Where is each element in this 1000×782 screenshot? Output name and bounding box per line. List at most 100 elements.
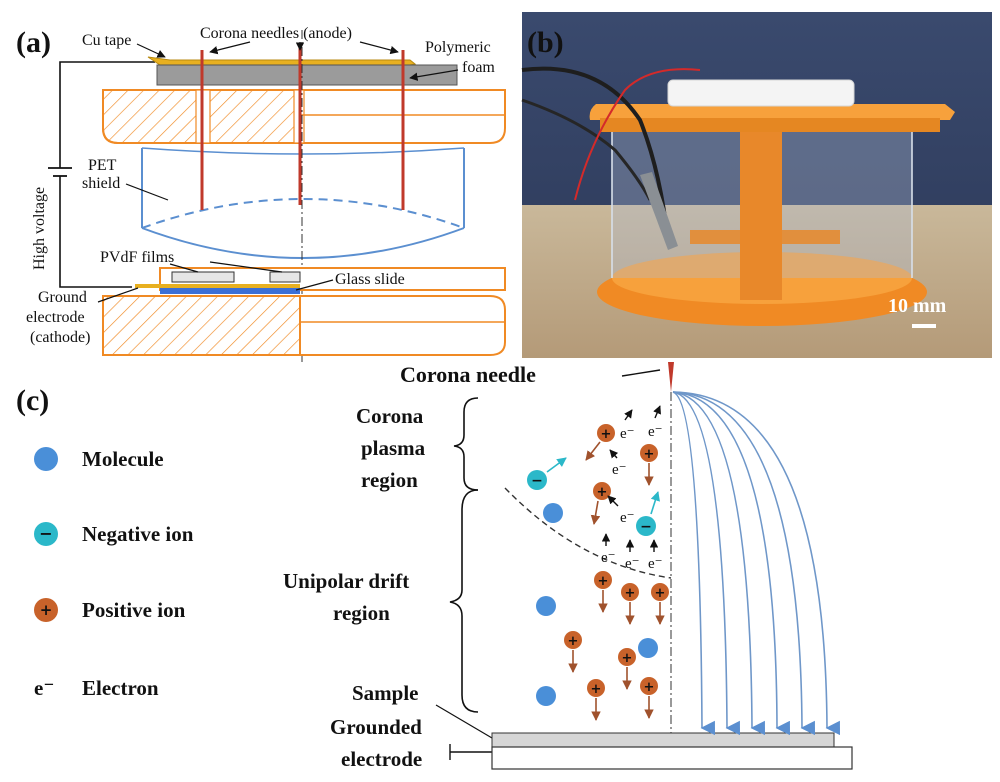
negative-ion-icon xyxy=(34,522,58,546)
grounded-label-2: electrode xyxy=(341,747,422,771)
legend-label-molecule: Molecule xyxy=(82,447,164,471)
positive-ion xyxy=(621,583,639,601)
electron-group: e⁻ xyxy=(648,405,663,440)
positive-ion-group: + xyxy=(621,583,639,625)
cu-tape-leader xyxy=(136,43,166,58)
positive-ion-sign: + xyxy=(644,680,655,695)
corona-needle-tip xyxy=(668,362,674,392)
negative-ion-sign: − xyxy=(640,519,652,535)
electron-arrow xyxy=(653,405,661,419)
negative-ion-arrow xyxy=(546,457,567,473)
positive-ion-group: + xyxy=(590,482,611,525)
electron: e⁻ xyxy=(648,556,663,572)
needle-leader-1 xyxy=(209,41,251,55)
positive-ion xyxy=(587,679,605,697)
ground-label-1: Ground xyxy=(38,289,87,306)
electron-group: e⁻ xyxy=(607,495,635,526)
electron: e⁻ xyxy=(620,426,635,442)
molecule-icon xyxy=(34,447,58,471)
positive-ion-sign: + xyxy=(644,447,655,462)
drift-label-2: region xyxy=(333,601,390,625)
positive-ion-group: + xyxy=(564,631,582,673)
photo-red-wire xyxy=(574,68,701,201)
pvdf-label: PVdF films xyxy=(100,249,174,266)
legend-item-positive: + Positive ion xyxy=(34,598,186,622)
ground-label-2: electrode xyxy=(26,309,85,326)
panel-c-letter: (c) xyxy=(16,384,49,417)
photo-top-plate xyxy=(589,104,955,120)
field-lines xyxy=(672,391,841,736)
corona-needle-leader xyxy=(621,369,661,377)
polymeric-foam xyxy=(156,64,458,86)
field-line-2 xyxy=(672,391,741,736)
legend-item-electron: e⁻ Electron xyxy=(34,676,159,700)
electron-arrow xyxy=(607,495,619,507)
field-line-6 xyxy=(672,391,841,736)
legend-item-negative: − Negative ion xyxy=(34,522,194,546)
negative-ion-sign: − xyxy=(39,524,52,543)
negative-ion-sign: − xyxy=(531,473,543,489)
pvdf-film-1 xyxy=(171,271,235,283)
foam-leader xyxy=(409,69,459,81)
positive-ion xyxy=(618,648,636,666)
positive-ion xyxy=(564,631,582,649)
positive-ion-group: + xyxy=(618,648,636,690)
panel-a-letter: (a) xyxy=(16,26,51,59)
scale-bar xyxy=(912,324,936,328)
field-line-4 xyxy=(672,391,790,736)
molecule xyxy=(536,596,556,616)
positive-ion xyxy=(640,444,658,462)
pet-label-1: PET xyxy=(88,157,117,174)
cu-tape xyxy=(147,56,417,66)
panel-b-letter: (b) xyxy=(527,26,564,59)
sample-label: Sample xyxy=(352,681,419,705)
negative-ion xyxy=(527,470,547,490)
photo-crossbar xyxy=(690,230,840,244)
hv-wire-bottom xyxy=(59,176,132,288)
electron: e⁻ xyxy=(625,556,640,572)
photo-black-wire xyxy=(521,66,670,241)
photo-black-wire-2 xyxy=(521,98,652,201)
electron-group: e⁻ xyxy=(625,539,640,572)
ground-leader xyxy=(97,287,139,303)
legend: Molecule − Negative ion + Positive ion e… xyxy=(34,447,194,700)
positive-ion-sign: + xyxy=(625,586,636,601)
glass-leader xyxy=(295,279,334,291)
photo-clip xyxy=(640,172,678,250)
positive-ion-sign: + xyxy=(568,634,579,649)
field-line-3 xyxy=(672,391,766,736)
photo-post xyxy=(740,130,782,300)
negative-ion-arrow xyxy=(650,491,660,515)
positive-ion-sign: + xyxy=(598,574,609,589)
positive-ion-group: + xyxy=(585,424,615,461)
positive-ion-group: + xyxy=(640,444,658,486)
high-voltage-label: High voltage xyxy=(31,187,48,270)
bottom-holder-hatched xyxy=(102,295,301,356)
drift-label-1: Unipolar drift xyxy=(283,569,409,593)
positive-ion-sign: + xyxy=(601,427,612,442)
positive-ion-sign: + xyxy=(40,601,53,619)
positive-ion-group: + xyxy=(651,583,669,625)
drift-brace xyxy=(449,489,479,713)
positive-ion-group: + xyxy=(594,571,612,613)
pet-shield-bottom xyxy=(141,227,465,259)
pvdf-leader-2 xyxy=(209,261,283,273)
plasma-brace xyxy=(453,397,479,491)
electron-arrow xyxy=(624,409,633,421)
glass-slide xyxy=(160,288,300,294)
electron-group: e⁻ xyxy=(648,539,663,572)
sample-leader xyxy=(435,704,493,739)
sample-plate xyxy=(491,732,835,748)
hv-wire-top xyxy=(59,61,155,168)
corona-needles-label: Corona needles (anode) xyxy=(200,25,352,42)
positive-ion-sign: + xyxy=(591,682,602,697)
corona-needle-label: Corona needle xyxy=(400,362,536,387)
photo-foam xyxy=(667,79,855,107)
field-line-5 xyxy=(672,391,816,736)
plasma-label-1: Corona xyxy=(356,404,424,428)
grounded-label-1: Grounded xyxy=(330,715,422,739)
foam-label-2: foam xyxy=(462,59,495,76)
positive-ion-sign: + xyxy=(597,485,608,500)
positive-ion-sign: + xyxy=(622,651,633,666)
glass-slide-label: Glass slide xyxy=(335,271,405,288)
